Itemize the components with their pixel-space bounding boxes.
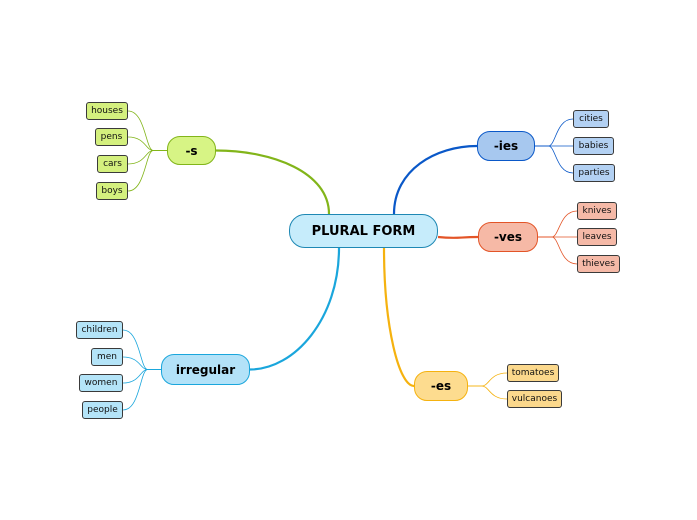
leaf-tomatoes[interactable]: tomatoes xyxy=(507,364,559,382)
leaf-men[interactable]: men xyxy=(91,348,123,366)
leaf-connector-s xyxy=(127,150,167,192)
connector-s xyxy=(215,149,331,215)
leaf-connector-irregular xyxy=(122,369,161,384)
leaf-women[interactable]: women xyxy=(79,374,123,392)
branch-ies[interactable]: -ies xyxy=(477,131,535,161)
leaf-label: babies xyxy=(578,141,609,151)
leaf-connector-es xyxy=(468,385,508,400)
leaf-houses[interactable]: houses xyxy=(86,102,128,120)
branch-ves[interactable]: -ves xyxy=(478,222,538,252)
leaf-leaves[interactable]: leaves xyxy=(577,228,617,246)
leaf-connector-s xyxy=(127,110,167,151)
connector-ies xyxy=(392,144,478,215)
leaf-label: pens xyxy=(100,132,123,142)
leaf-connector-ves xyxy=(538,210,578,238)
leaf-label: cars xyxy=(103,159,122,169)
branch-es[interactable]: -es xyxy=(414,371,468,401)
connector-es xyxy=(382,247,415,388)
branch-s-label: -s xyxy=(185,143,198,158)
leaf-label: women xyxy=(84,378,118,388)
branch-ies-label: -ies xyxy=(493,139,519,153)
leaf-connector-s xyxy=(127,150,167,165)
branch-es-label: -es xyxy=(430,379,452,393)
leaf-label: children xyxy=(81,325,118,335)
leaf-parties[interactable]: parties xyxy=(573,164,615,182)
leaf-people[interactable]: people xyxy=(82,401,123,419)
branch-ves-label: -ves xyxy=(493,230,523,244)
leaf-label: knives xyxy=(582,206,612,216)
leaf-vulcanoes[interactable]: vulcanoes xyxy=(507,390,562,408)
leaf-boys[interactable]: boys xyxy=(96,182,128,200)
branch-irregular[interactable]: irregular xyxy=(161,354,250,385)
leaf-connector-es xyxy=(468,372,508,387)
leaf-label: parties xyxy=(578,168,610,178)
leaf-pens[interactable]: pens xyxy=(95,128,128,146)
leaf-label: tomatoes xyxy=(511,368,555,378)
leaf-connector-ies xyxy=(535,145,574,174)
central-topic-label: PLURAL FORM xyxy=(311,223,416,239)
branch-s[interactable]: -s xyxy=(167,136,216,165)
connector-irregular xyxy=(249,247,341,371)
leaf-connector-ves xyxy=(538,236,578,265)
leaf-cars[interactable]: cars xyxy=(97,155,128,173)
leaf-label: men xyxy=(96,352,117,362)
leaf-label: leaves xyxy=(582,232,612,242)
central-topic[interactable]: PLURAL FORM xyxy=(289,214,438,248)
leaf-thieves[interactable]: thieves xyxy=(577,255,620,273)
leaf-connector-irregular xyxy=(122,369,161,411)
leaf-label: boys xyxy=(101,186,123,196)
leaf-label: cities xyxy=(579,114,603,124)
leaf-label: people xyxy=(87,405,118,415)
branch-irregular-label: irregular xyxy=(175,362,236,377)
connector-ves xyxy=(437,235,479,239)
leaf-cities[interactable]: cities xyxy=(573,110,609,128)
leaf-connector-irregular xyxy=(122,329,161,370)
leaf-knives[interactable]: knives xyxy=(577,202,617,220)
leaf-connector-s xyxy=(127,136,167,151)
leaf-babies[interactable]: babies xyxy=(573,137,614,155)
leaf-label: vulcanoes xyxy=(511,394,558,404)
leaf-connector-ies xyxy=(535,118,574,147)
leaf-label: thieves xyxy=(582,259,615,269)
leaf-label: houses xyxy=(91,106,123,116)
leaf-children[interactable]: children xyxy=(76,321,123,339)
